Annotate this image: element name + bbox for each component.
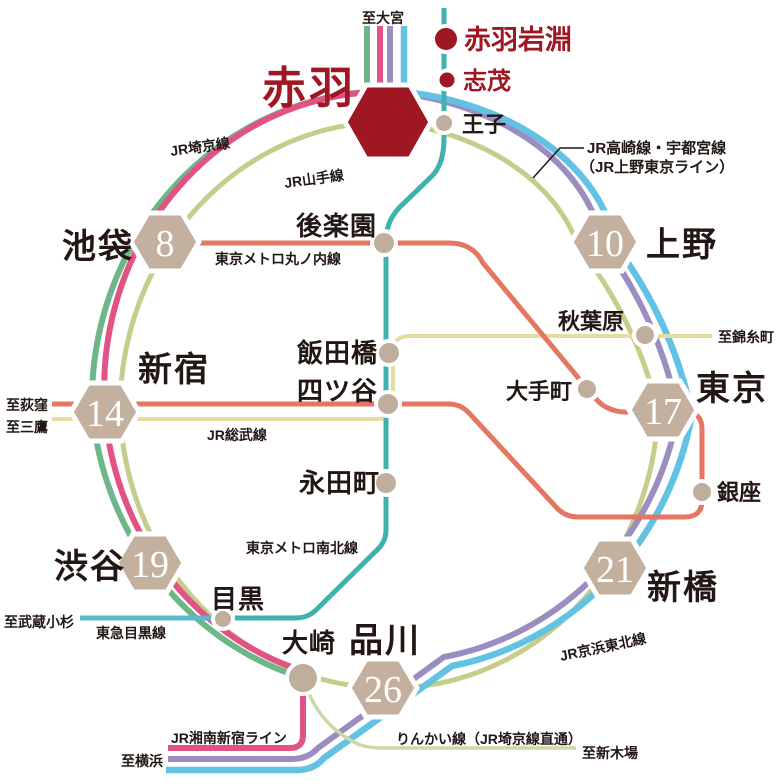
akabane-hexagon xyxy=(342,82,434,162)
ikebukuro-hexagon xyxy=(128,210,202,274)
terminal-omiya-label: 至大宮 xyxy=(362,10,404,26)
shimbashi-hexagon xyxy=(578,536,652,600)
takasaki-label-leader xyxy=(532,147,584,179)
shinagawa-hexagon xyxy=(346,656,420,720)
meguro-label: 目黒 xyxy=(211,585,265,614)
marunouchi-line-label: 東京メトロ丸ノ内線 xyxy=(215,251,341,267)
terminal-yokohama-label: 至横浜 xyxy=(121,753,163,769)
tokyo-label: 東京 xyxy=(696,370,768,408)
nagatacho-label: 永田町 xyxy=(299,469,380,498)
line-marunouchi-path-south xyxy=(52,401,705,520)
ikebukuro-minutes: 8 xyxy=(156,223,175,265)
takasaki-line-label-1: JR高崎線・宇都宮線 xyxy=(587,139,726,157)
yamanote-line-label: JR山手線 xyxy=(283,167,345,191)
shinagawa-label: 品川 xyxy=(349,623,421,660)
osaki-circle xyxy=(285,660,321,696)
sobu-line-label: JR総武線 xyxy=(207,427,267,443)
takasaki-line-label-2: （JR上野東京ライン） xyxy=(580,158,734,176)
shinjuku-hexagon xyxy=(68,380,142,444)
shimbashi-minutes: 21 xyxy=(596,549,634,591)
oji-circle xyxy=(432,111,456,135)
yotsuya-circle xyxy=(374,390,402,418)
ginza-circle xyxy=(689,479,715,505)
otemachi-label: 大手町 xyxy=(506,379,572,404)
line-rinkai-path xyxy=(302,679,576,750)
ueno-hexagon xyxy=(568,210,642,274)
shibuya-hexagon xyxy=(113,531,187,595)
shonan-shinjuku-line-label: JR湘南新宿ライン xyxy=(171,730,287,746)
iidabashi-circle xyxy=(375,339,403,367)
terminal-kinshicho-label: 至錦糸町 xyxy=(718,329,774,345)
shimo-label: 志茂 xyxy=(463,68,511,95)
otemachi-circle xyxy=(574,376,600,402)
oji-label: 王子 xyxy=(462,112,506,137)
tokyo-minutes: 17 xyxy=(644,391,682,433)
akihabara-circle xyxy=(632,322,658,348)
line-keihin-tohoku-path xyxy=(166,26,696,774)
nagatacho-circle xyxy=(372,469,400,497)
shimo-circle xyxy=(435,68,459,92)
namboku-line-label: 東京メトロ南北線 xyxy=(246,540,358,556)
korakuen-circle xyxy=(370,229,398,257)
ueno-minutes: 10 xyxy=(586,223,624,265)
akihabara-label: 秋葉原 xyxy=(558,309,624,334)
shinjuku-minutes: 14 xyxy=(86,393,124,435)
akabane-iwabuchi-label: 赤羽岩淵 xyxy=(464,25,572,55)
yotsuya-label: 四ツ谷 xyxy=(297,377,378,406)
ikebukuro-label: 池袋 xyxy=(62,228,134,266)
meguro-circle xyxy=(211,607,235,631)
ginza-label: 銀座 xyxy=(717,480,761,505)
saikyo-line-label: JR埼京線 xyxy=(169,135,231,159)
ueno-label: 上野 xyxy=(646,226,718,264)
shinjuku-label: 新宿 xyxy=(138,351,210,389)
terminal-musashikosugi-label: 至武蔵小杉 xyxy=(4,614,74,630)
line-marunouchi-path-north xyxy=(165,240,668,415)
korakuen-label: 後楽園 xyxy=(296,211,377,241)
terminal-shinkiba-label: 至新木場 xyxy=(582,745,638,761)
akabane-iwabuchi-circle xyxy=(431,24,461,54)
iidabashi-label: 飯田橋 xyxy=(297,338,378,368)
terminal-ogikubo-label: 至荻窪 xyxy=(6,397,48,413)
tokyo-hexagon xyxy=(626,378,700,442)
shibuya-label: 渋谷 xyxy=(54,548,126,586)
akabane-label: 赤羽 xyxy=(262,64,356,113)
shibuya-minutes: 19 xyxy=(131,544,169,586)
line-namboku-path xyxy=(224,8,447,621)
shimbashi-label: 新橋 xyxy=(647,569,719,607)
shinagawa-minutes: 26 xyxy=(364,669,402,711)
rinkai-line-label: りんかい線（JR埼京線直通） xyxy=(396,731,582,747)
terminal-mitaka-label: 至三鷹 xyxy=(6,419,48,435)
osaki-label: 大崎 xyxy=(282,629,336,658)
keihin-tohoku-line-label: JR京浜東北線 xyxy=(558,630,647,664)
line-sobu-path xyxy=(52,334,712,421)
tokyu-meguro-line-label: 東急目黒線 xyxy=(96,625,166,641)
